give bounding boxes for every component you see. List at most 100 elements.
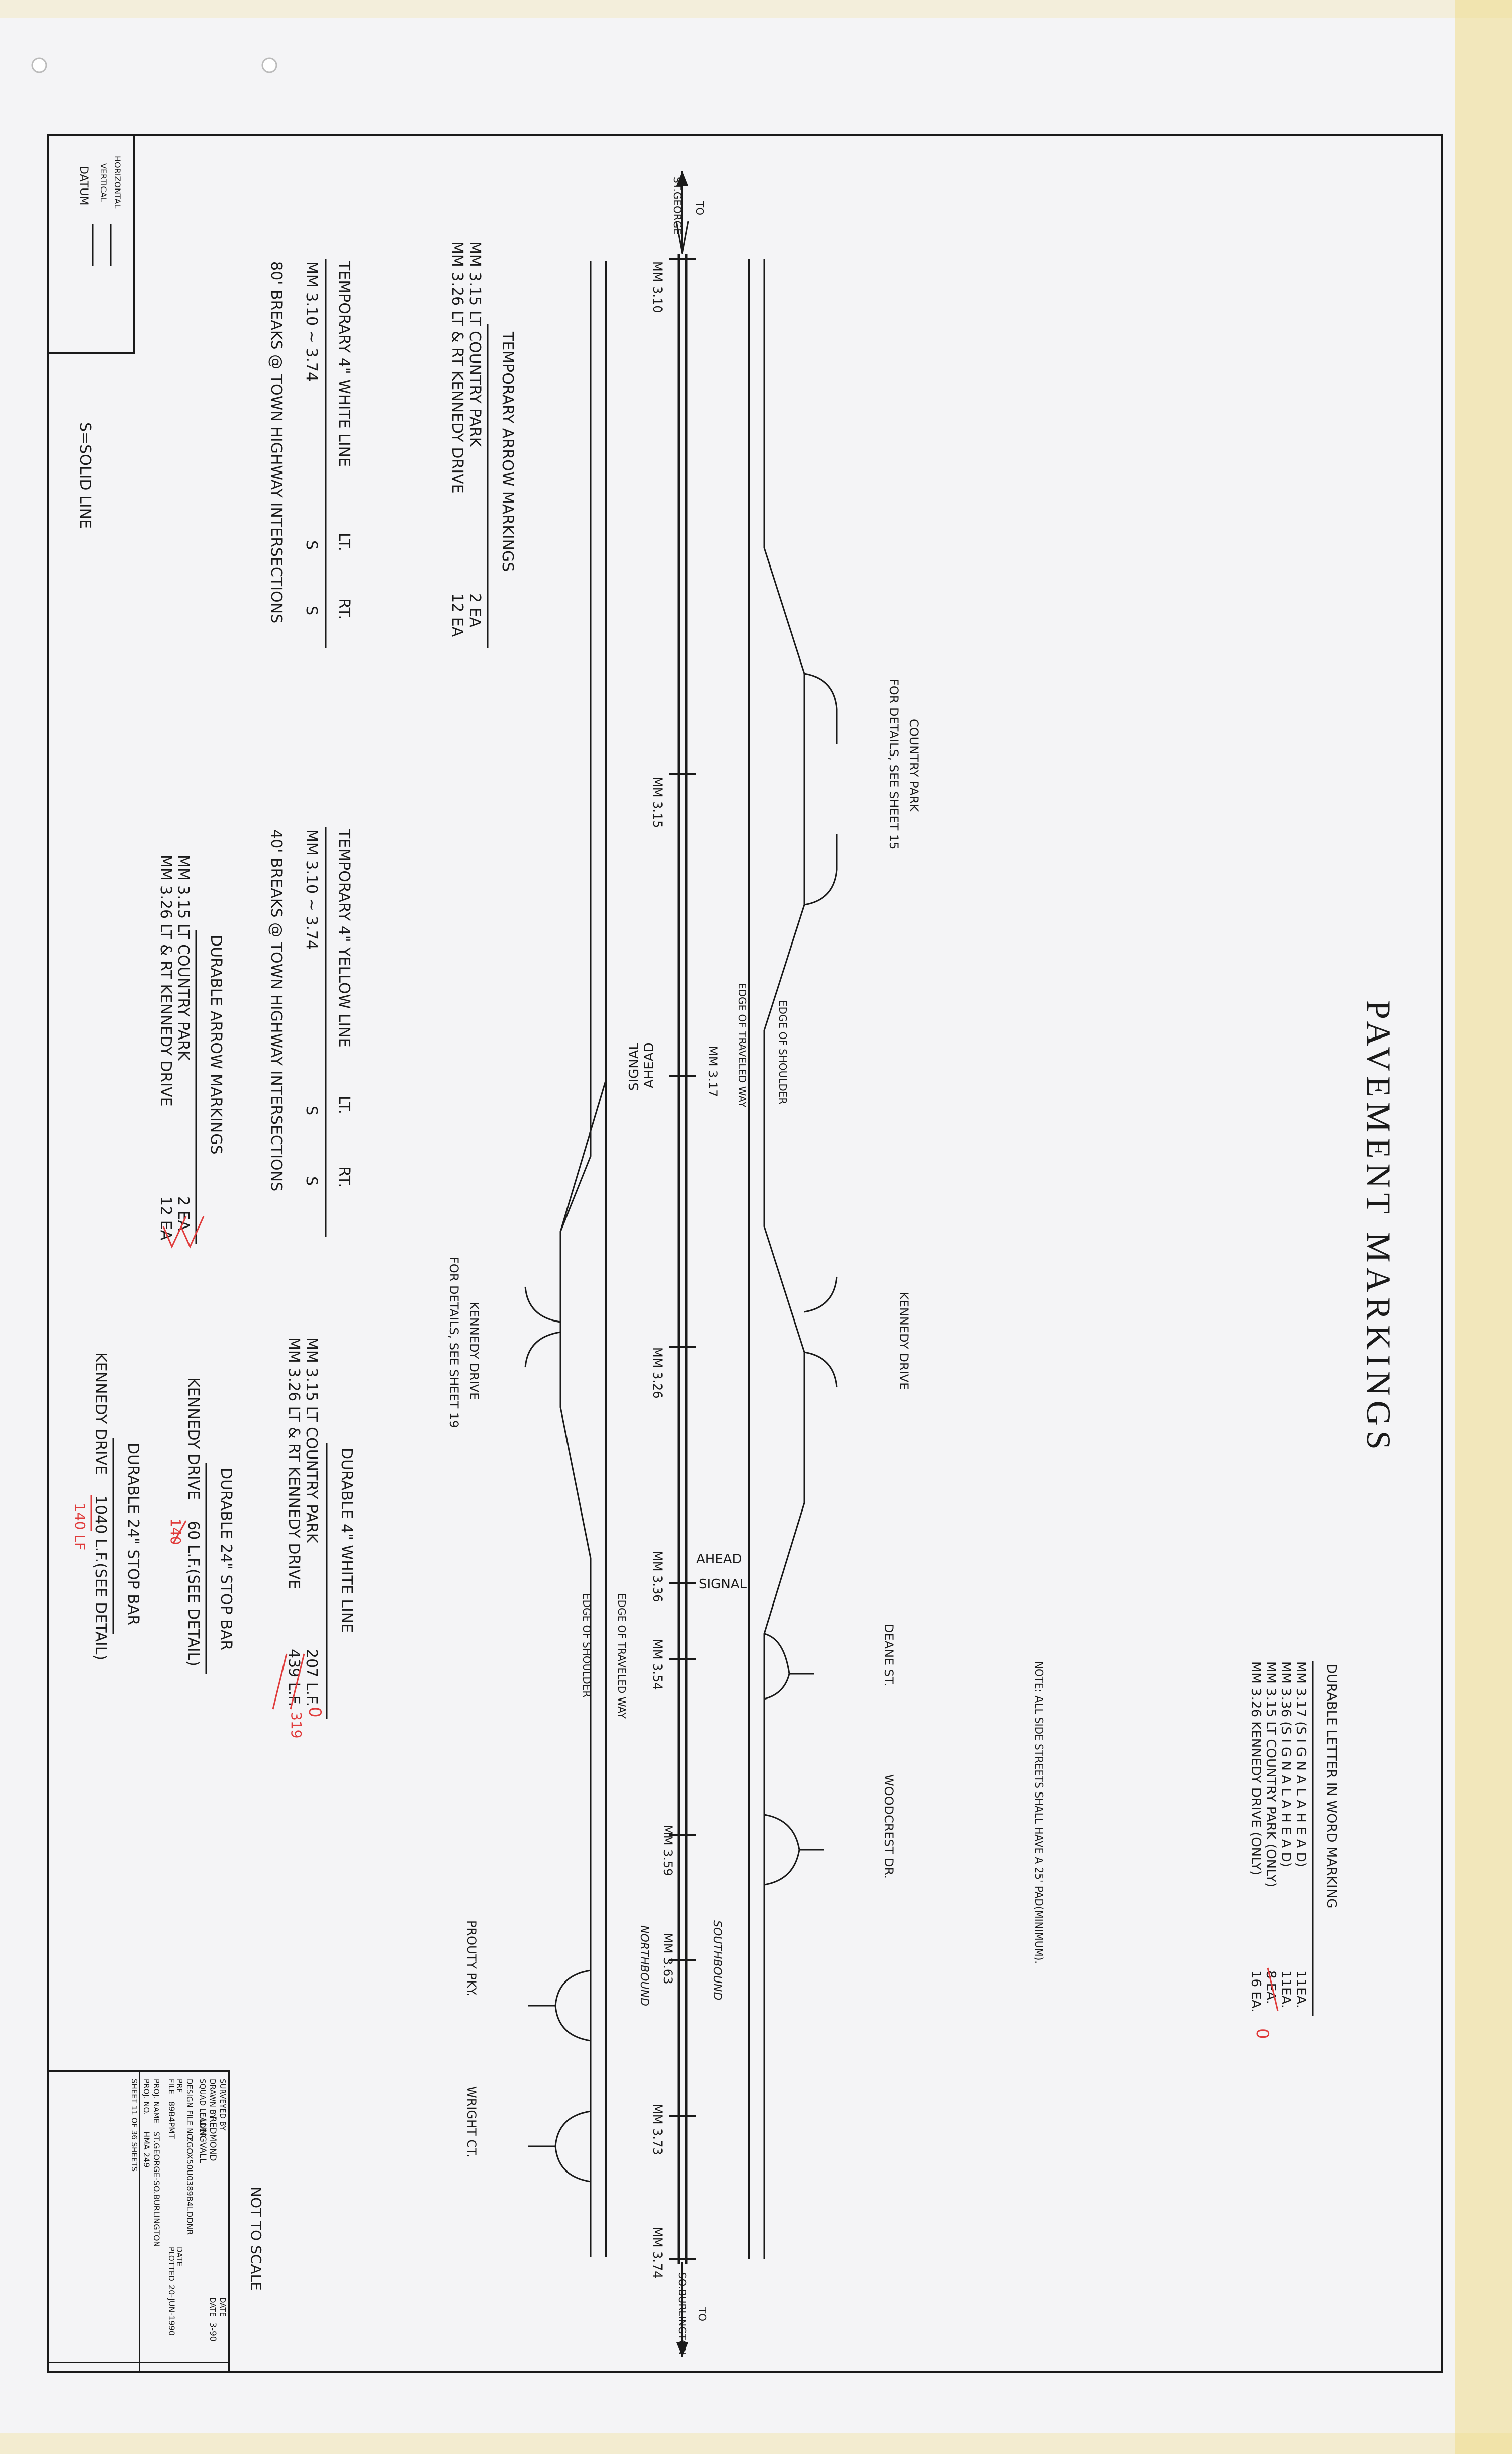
svg-text:LT.: LT. [335, 1096, 353, 1114]
svg-text:SHEET 11 OF 36 SHEETS: SHEET 11 OF 36 SHEETS [130, 2079, 139, 2172]
svg-text:MM 3.36 (S I G N A L A H E A: MM 3.36 (S I G N A L A H E A D) [1278, 1661, 1293, 1867]
svg-text:SO.BURLINGTON: SO.BURLINGTON [676, 2272, 688, 2355]
svg-text:DRAWN BY: DRAWN BY [208, 2079, 217, 2119]
svg-text:2 EA: 2 EA [174, 1196, 192, 1231]
svg-text:MM 3.15 LT COUNTRY PARK: MM 3.15 LT COUNTRY PARK [174, 855, 192, 1061]
west-terminal: TO ST.GEORGE [671, 171, 706, 251]
svg-text:PRF: PRF [175, 2079, 184, 2093]
svg-text:1040 L.F.(SEE DETAIL): 1040 L.F.(SEE DETAIL) [91, 1495, 109, 1660]
svg-text:RT.: RT. [335, 598, 353, 620]
svg-text:DURABLE ARROW MARKINGS: DURABLE ARROW MARKINGS [207, 935, 225, 1155]
svg-text:LUNGVALL: LUNGVALL [198, 2119, 208, 2163]
svg-text:DATE: DATE [208, 2297, 217, 2317]
kennedy-south-returns [524, 1286, 561, 1368]
svg-text:20-JUN-1990: 20-JUN-1990 [167, 2285, 176, 2336]
svg-text:80' BREAKS @ TOWN HIGHWAY INTE: 80' BREAKS @ TOWN HIGHWAY INTERSECTIONS [267, 261, 285, 623]
svg-text:MM 3.15 LT COUNTRY PARK: MM 3.15 LT COUNTRY PARK [466, 241, 484, 448]
svg-text:DESIGN FILE NO.: DESIGN FILE NO. [185, 2079, 194, 2141]
sheet-edge-tape-top [0, 0, 1512, 18]
mm-label: MM 3.73 [650, 2104, 665, 2155]
durable-white-table: DURABLE 4" WHITE LINE MM 3.15 LT COUNTRY… [272, 1337, 355, 1738]
svg-text:DURABLE 24" STOP BAR: DURABLE 24" STOP BAR [124, 1443, 142, 1625]
edge-of-traveled-way-label: EDGE OF TRAVELED WAY [616, 1593, 628, 1719]
svg-text:DATE: DATE [175, 2247, 184, 2267]
prouty-returns [528, 1969, 591, 2042]
datum-box: DATUM VERTICAL HORIZONTAL [47, 134, 135, 354]
svg-text:TO: TO [694, 201, 706, 215]
word-marking-ahead: AHEAD [642, 1042, 657, 1088]
svg-text:ZGOX50U0389B4LDDNR: ZGOX50U0389B4LDDNR [185, 2136, 195, 2235]
svg-text:MM 3.10 ~ 3.74: MM 3.10 ~ 3.74 [303, 829, 320, 950]
svg-text:MM 3.17 (S I G N A L A H E A: MM 3.17 (S I G N A L A H E A D) [1293, 1661, 1308, 1867]
redline-check [162, 1216, 187, 1249]
temp-yellow-table: TEMPORARY 4" YELLOW LINE LT. RT. MM 3.10… [267, 827, 353, 1237]
woodcrest-returns [764, 1814, 824, 1886]
svg-text:HMA 249: HMA 249 [142, 2131, 151, 2167]
mm-label: MM 3.15 [650, 777, 665, 828]
stop-bar-table-1: DURABLE 24" STOP BAR KENNEDY DRIVE 60 L.… [167, 1377, 235, 1674]
word-marking-ahead: AHEAD [696, 1552, 742, 1567]
kennedy-north-returns [804, 1276, 838, 1388]
kennedy-drive-south-label: KENNEDY DRIVE [467, 1302, 481, 1400]
svg-text:S: S [303, 1176, 320, 1186]
punch-hole [261, 57, 277, 73]
deane-st-label: DEANE ST. [882, 1624, 896, 1686]
durable-letter-table: DURABLE LETTER IN WORD MARKING MM 3.17 (… [1248, 1661, 1339, 2039]
svg-text:TEMPORARY 4" YELLOW LINE: TEMPORARY 4" YELLOW LINE [335, 829, 353, 1048]
redline-check [180, 1216, 205, 1249]
svg-text:S: S [303, 606, 320, 615]
temp-arrow-table: TEMPORARY ARROW MARKINGS MM 3.15 LT COUN… [448, 241, 516, 648]
svg-text:MM 3.26 KENNEDY DRIVE (ONLY): MM 3.26 KENNEDY DRIVE (ONLY) [1248, 1661, 1263, 1875]
svg-text:DURABLE 4" WHITE LINE: DURABLE 4" WHITE LINE [338, 1448, 355, 1633]
svg-text:2 EA: 2 EA [466, 593, 484, 628]
svg-text:11EA.: 11EA. [1293, 1970, 1308, 2008]
redline-note: 0 [1252, 2028, 1272, 2039]
svg-text:207 L.F.: 207 L.F. [303, 1649, 320, 1707]
datum-heading: DATUM [77, 166, 90, 205]
svg-text:MM 3.15 LT COUNTRY PARK (ONLY): MM 3.15 LT COUNTRY PARK (ONLY) [1263, 1661, 1278, 1887]
edge-of-shoulder-label: EDGE OF SHOULDER [581, 1593, 593, 1697]
edge-of-traveled-way-label: EDGE OF TRAVELED WAY [736, 983, 748, 1108]
redline-note: 140 [167, 1518, 184, 1545]
edge-of-shoulder-label: EDGE OF SHOULDER [777, 1000, 789, 1104]
mm-label: MM 3.17 [706, 1046, 720, 1097]
word-marking-signal: SIGNAL [627, 1042, 642, 1091]
svg-text:TEMPORARY ARROW MARKINGS: TEMPORARY ARROW MARKINGS [499, 331, 516, 572]
redline-note: 319 [288, 1712, 305, 1738]
country-park-returns [804, 673, 838, 906]
svg-text:REDMOND: REDMOND [208, 2116, 218, 2161]
north-edge-of-shoulder [763, 259, 805, 2259]
kennedy-drive-south-detail: FOR DETAILS, SEE SHEET 19 [447, 1257, 461, 1428]
redline-note: 0 [305, 1707, 325, 1718]
svg-text:MM 3.26 LT & RT KENNEDY DRIVE: MM 3.26 LT & RT KENNEDY DRIVE [285, 1337, 303, 1589]
svg-text:ST.GEORGE: ST.GEORGE [671, 177, 683, 235]
northbound-label: NORTHBOUND [638, 1925, 650, 2006]
mm-label: MM 3.74 [650, 2227, 665, 2278]
svg-text:DURABLE 24" STOP BAR: DURABLE 24" STOP BAR [217, 1468, 235, 1650]
solid-line-legend: S=SOLID LINE [76, 422, 94, 529]
svg-text:FILE: FILE [167, 2079, 176, 2094]
svg-text:SURVEYED BY: SURVEYED BY [218, 2079, 227, 2131]
svg-text:KENNEDY DRIVE: KENNEDY DRIVE [91, 1352, 109, 1475]
prouty-pky-label: PROUTY PKY. [464, 1920, 479, 1996]
svg-text:MM 3.26 LT & RT KENNEDY DRIVE: MM 3.26 LT & RT KENNEDY DRIVE [448, 241, 466, 494]
mm-label: MM 3.63 [660, 1933, 675, 1984]
durable-arrow-table: DURABLE ARROW MARKINGS MM 3.15 LT COUNTR… [157, 855, 225, 1249]
drawing-border [47, 134, 1443, 2373]
title-block: SURVEYED BY DRAWN BY REDMOND SQUAD LEADE… [47, 2070, 230, 2373]
datum-vertical: VERTICAL [99, 163, 108, 202]
svg-text:40' BREAKS @ TOWN HIGHWAY INTE: 40' BREAKS @ TOWN HIGHWAY INTERSECTIONS [267, 829, 285, 1191]
svg-text:11EA.: 11EA. [1278, 1970, 1293, 2008]
svg-text:S: S [303, 1106, 320, 1115]
svg-text:12 EA: 12 EA [448, 593, 466, 637]
svg-text:TO: TO [696, 2307, 708, 2321]
wright-ct-label: WRIGHT CT. [464, 2086, 479, 2158]
word-marking-signal: SIGNAL [699, 1577, 747, 1592]
svg-text:60 L.F.(SEE DETAIL): 60 L.F.(SEE DETAIL) [184, 1521, 202, 1666]
not-to-scale: NOT TO SCALE [248, 2187, 264, 2291]
mm-label: MM 3.36 [650, 1551, 665, 1602]
roadway [559, 221, 805, 2264]
stop-bar-table-2: DURABLE 24" STOP BAR KENNEDY DRIVE 1040 … [72, 1352, 142, 1660]
